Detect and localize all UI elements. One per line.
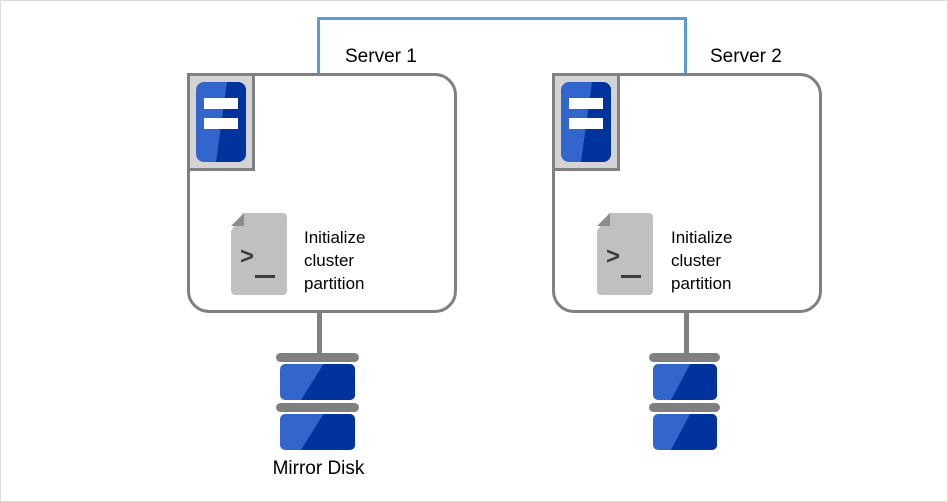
server-icon-bar-top — [569, 98, 603, 109]
disk-2-plate-bottom — [653, 414, 717, 450]
disk-1-plate-top — [280, 364, 355, 400]
server-2-action-label: Initialize cluster partition — [671, 228, 733, 293]
server-icon-bar-bottom — [204, 118, 238, 129]
server-1-label: Server 1 — [345, 46, 417, 67]
mirror-disk-icon — [276, 353, 359, 454]
server-icon — [187, 73, 255, 171]
script-icon-prompt-chevron: > — [606, 243, 621, 270]
server-icon-body — [561, 82, 611, 162]
script-icon-cursor-underscore — [621, 275, 641, 278]
script-icon-page — [231, 213, 287, 295]
server-1-disk-connector — [317, 313, 322, 355]
disk-2-plate-top — [653, 364, 717, 400]
disk-2-plate-top-shade — [670, 364, 717, 400]
server-icon-bar-top — [204, 98, 238, 109]
interconnect-right-vertical-segment — [684, 17, 687, 75]
console-script-icon: > — [597, 213, 653, 295]
server-2-disk-connector — [684, 313, 689, 355]
disk-2-plate-bottom-shade — [670, 414, 717, 450]
disk-2-bar-top — [649, 353, 720, 362]
disk-1-bar-top — [276, 353, 359, 362]
server-icon-bar-bottom — [569, 118, 603, 129]
mirror-disk-label: Mirror Disk — [272, 458, 365, 479]
script-icon-page — [597, 213, 653, 295]
server-icon-body — [196, 82, 246, 162]
server-2-label: Server 2 — [710, 46, 782, 67]
script-icon-prompt-chevron: > — [240, 243, 255, 270]
disk-1-bar-middle — [276, 403, 359, 412]
disk-2-bar-middle — [649, 403, 720, 412]
disk-1-plate-top-shade — [301, 364, 355, 400]
mirror-disk-icon — [649, 353, 720, 454]
disk-1-plate-bottom-shade — [301, 414, 355, 450]
interconnect-left-vertical-segment — [317, 17, 320, 75]
script-icon-cursor-underscore — [255, 275, 275, 278]
server-1-action-label: Initialize cluster partition — [304, 228, 366, 293]
disk-1-plate-bottom — [280, 414, 355, 450]
server-icon — [552, 73, 620, 171]
script-icon-fold — [231, 213, 244, 226]
interconnect-horizontal-segment — [317, 17, 687, 20]
console-script-icon: > — [231, 213, 287, 295]
